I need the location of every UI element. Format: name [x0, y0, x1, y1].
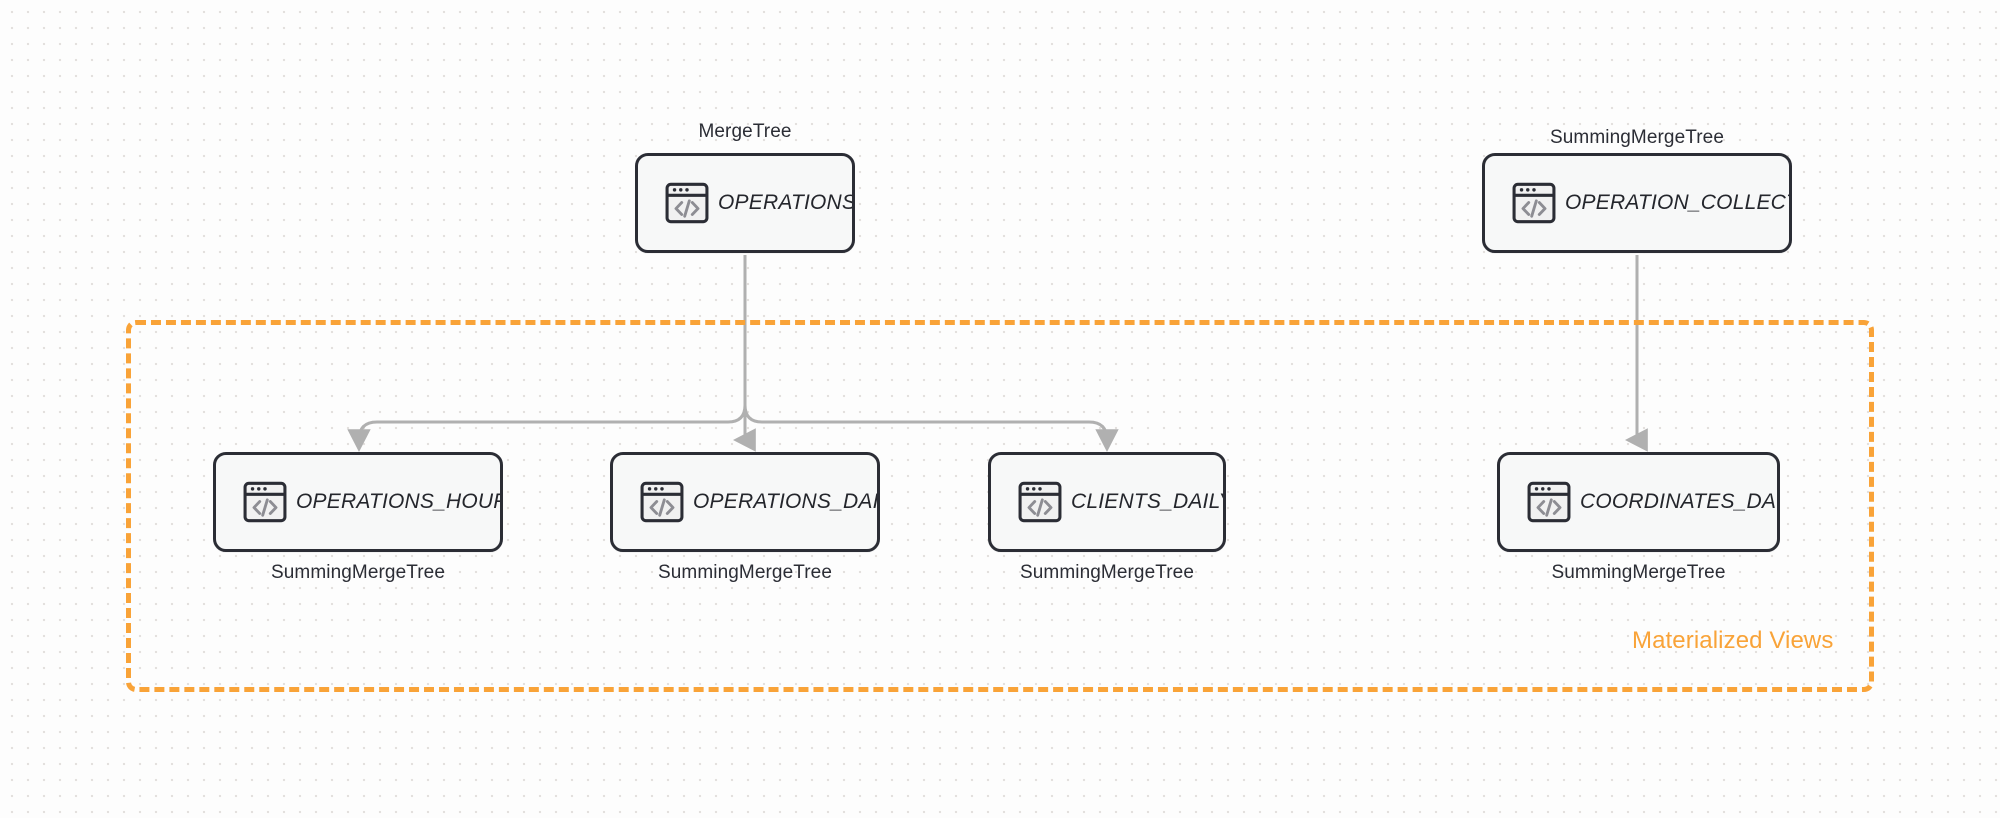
- node-operations-hourly[interactable]: OPERATIONS_HOURLY: [213, 452, 503, 552]
- node-label-operations-hourly: OPERATIONS_HOURLY: [296, 490, 500, 513]
- code-window-icon: [1018, 481, 1062, 523]
- code-window-icon: [665, 182, 709, 224]
- code-window-icon: [1527, 481, 1571, 523]
- engine-caption-operations: MergeTree: [698, 121, 792, 142]
- code-window-icon: [243, 481, 287, 523]
- engine-caption-operations-hourly: SummingMergeTree: [270, 562, 446, 583]
- engine-caption-clients-daily: SummingMergeTree: [1019, 562, 1195, 583]
- engine-caption-coordinates-daily: SummingMergeTree: [1551, 562, 1726, 583]
- node-coordinates-daily[interactable]: COORDINATES_DAILY: [1497, 452, 1780, 552]
- engine-caption-operation-collection: SummingMergeTree: [1549, 127, 1725, 148]
- engine-caption-operations-daily: SummingMergeTree: [657, 562, 833, 583]
- node-operation-collection[interactable]: OPERATION_COLLECTION: [1482, 153, 1792, 253]
- node-operations-daily[interactable]: OPERATIONS_DAILY: [610, 452, 880, 552]
- code-window-icon: [640, 481, 684, 523]
- node-label-clients-daily: CLIENTS_DAILY: [1071, 490, 1223, 513]
- node-label-operations: OPERATIONS: [718, 191, 852, 214]
- node-clients-daily[interactable]: CLIENTS_DAILY: [988, 452, 1226, 552]
- node-operations[interactable]: OPERATIONS: [635, 153, 855, 253]
- materialized-views-group[interactable]: [126, 320, 1874, 692]
- node-label-operations-daily: OPERATIONS_DAILY: [693, 490, 877, 513]
- code-window-icon: [1512, 182, 1556, 224]
- node-label-operation-collection: OPERATION_COLLECTION: [1565, 191, 1789, 214]
- materialized-views-group-label: Materialized Views: [1632, 627, 1834, 654]
- node-label-coordinates-daily: COORDINATES_DAILY: [1580, 490, 1777, 513]
